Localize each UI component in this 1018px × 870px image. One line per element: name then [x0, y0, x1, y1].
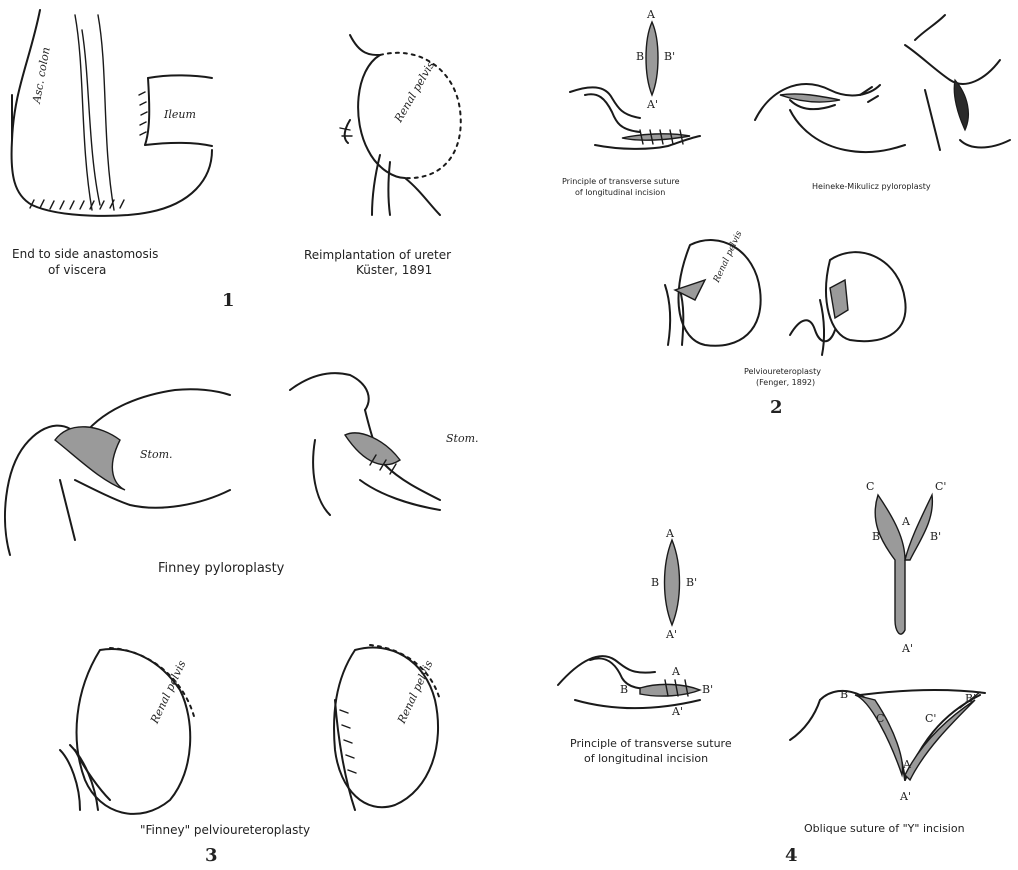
point-a-prime-oblique: A': [900, 790, 911, 803]
finney-pelvioureteroplasty-caption: "Finney" pelvioureteroplasty: [140, 823, 310, 837]
figure-number-1: 1: [222, 290, 235, 311]
y-incision-drawing: [790, 495, 985, 780]
principle-drawing-4: [558, 540, 700, 708]
anastomosis-caption-line2: of viscera: [48, 263, 106, 277]
point-a-prime-4b: A': [672, 705, 683, 718]
point-b-4b: B: [620, 683, 628, 696]
point-a-oblique: A: [903, 758, 911, 771]
figure-number-4: 4: [785, 845, 798, 866]
point-c-prime: C': [935, 480, 946, 493]
oblique-y-caption: Oblique suture of "Y" incision: [804, 822, 965, 835]
principle-caption-2-line1: Principle of transverse suture: [562, 177, 680, 186]
ileum-label: Ileum: [164, 108, 196, 121]
pelvioureteroplasty-caption-line2: (Fenger, 1892): [756, 378, 815, 387]
pelvioureteroplasty-fenger-drawing: [665, 240, 906, 355]
finney-pelvioureteroplasty-drawing: [60, 645, 440, 814]
finney-pyloroplasty-caption: Finney pyloroplasty: [158, 561, 284, 576]
reimplantation-caption-line2: Küster, 1891: [356, 263, 432, 277]
ureter-reimplantation-drawing: [340, 35, 461, 215]
point-a-prime: A': [647, 98, 658, 111]
point-b: B: [636, 50, 644, 63]
point-b-prime: B': [664, 50, 675, 63]
point-b-prime-oblique: B': [965, 692, 976, 705]
point-c-oblique: C: [876, 712, 884, 725]
figure-number-2: 2: [770, 397, 783, 418]
point-a-y: A: [902, 515, 910, 528]
point-a-prime-y: A': [902, 642, 913, 655]
point-a-prime-4: A': [666, 628, 677, 641]
pelvioureteroplasty-caption-line1: Pelvioureteroplasty: [744, 367, 821, 376]
point-a-4: A: [666, 527, 674, 540]
principle-caption-4-line2: of longitudinal incision: [584, 752, 708, 765]
point-b-4: B: [651, 576, 659, 589]
heineke-mikulicz-drawing: [755, 15, 1010, 152]
point-b-oblique: B: [840, 688, 848, 701]
point-b-y: B: [872, 530, 880, 543]
principle-caption-2-line2: of longitudinal incision: [575, 188, 665, 197]
principle-drawing-2: [570, 22, 700, 149]
stom-label-right: Stom.: [446, 432, 479, 445]
point-a: A: [647, 8, 655, 21]
anastomosis-caption-line1: End to side anastomosis: [12, 247, 158, 261]
point-b-prime-y: B': [930, 530, 941, 543]
stom-label-left: Stom.: [140, 448, 173, 461]
finney-pyloroplasty-drawing: [5, 373, 440, 555]
point-c: C: [866, 480, 874, 493]
point-c-prime-oblique: C': [925, 712, 936, 725]
point-a-4b: A: [672, 665, 680, 678]
reimplantation-caption-line1: Reimplantation of ureter: [304, 248, 451, 262]
figure-number-3: 3: [205, 845, 218, 866]
point-b-prime-4: B': [686, 576, 697, 589]
principle-caption-4-line1: Principle of transverse suture: [570, 737, 732, 750]
heineke-mikulicz-caption: Heineke-Mikulicz pyloroplasty: [812, 182, 931, 191]
point-b-prime-4b: B': [702, 683, 713, 696]
